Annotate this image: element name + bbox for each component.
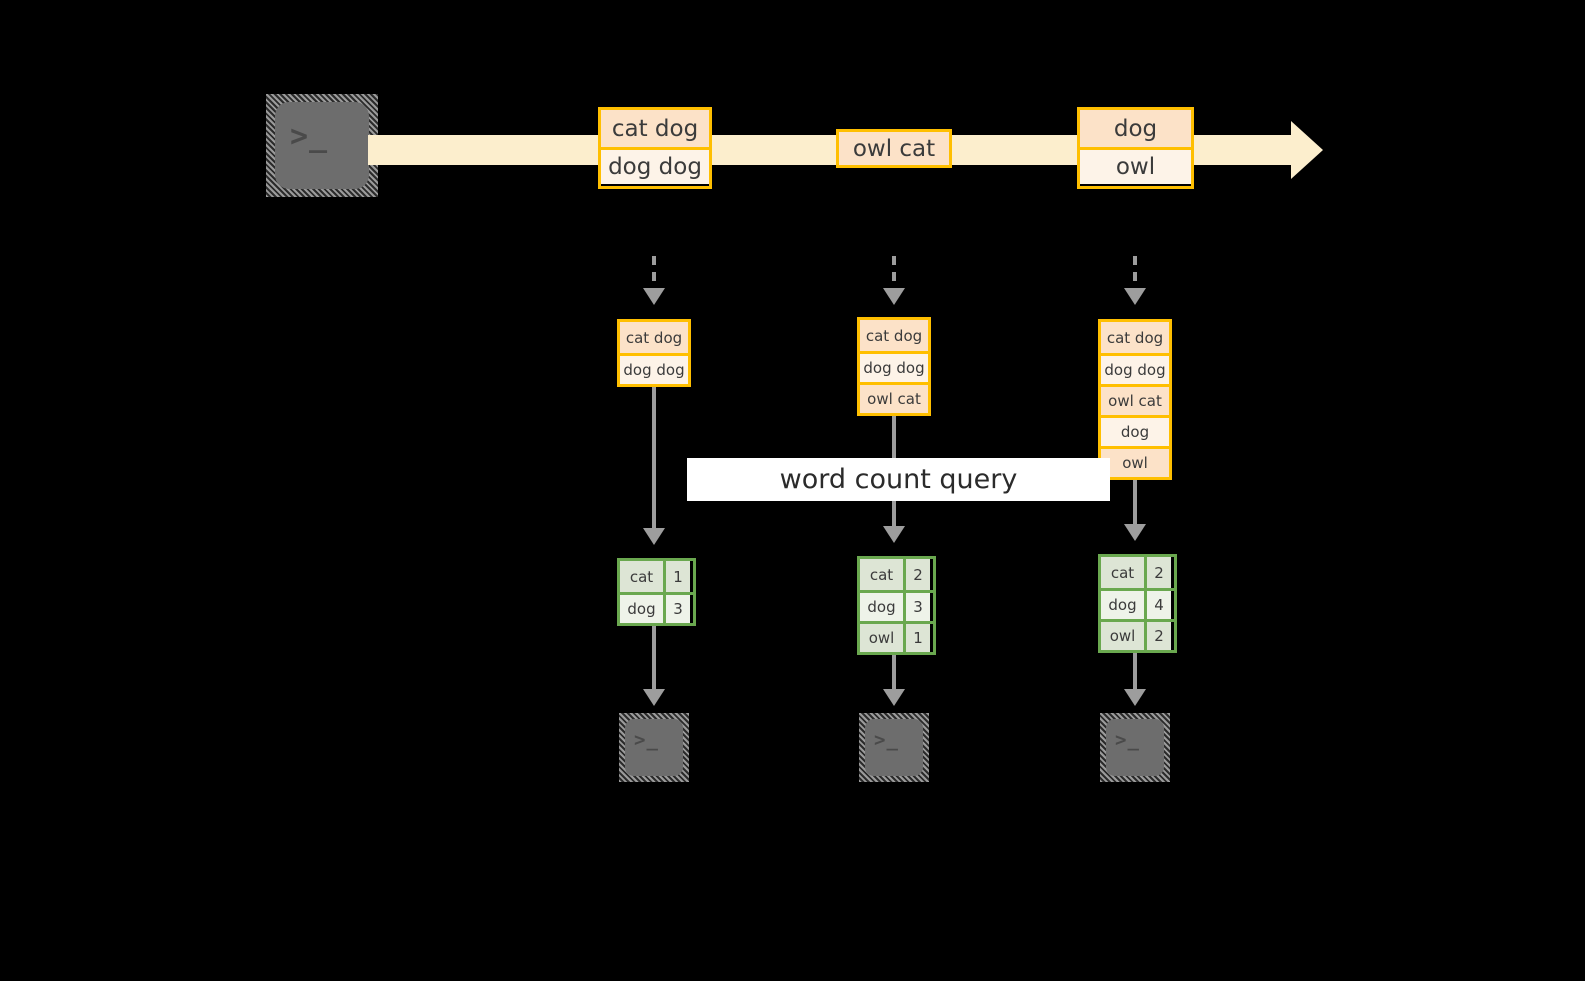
accumulated-row: owl [1101,446,1169,477]
terminal-prompt-glyph: >_ [634,729,659,751]
snapshot-2-sink-arrowhead-icon [883,689,905,706]
table-cell-count: 1 [663,561,690,592]
terminal-prompt-glyph: >_ [290,119,329,154]
snapshot-2-tap-line [892,256,896,290]
source-terminal-icon: >_ [266,94,378,197]
accumulated-row: dog dog [860,351,928,382]
table-cell-count: 3 [663,595,690,623]
snapshot-1-accumulated-box[interactable]: cat dog dog dog [617,319,691,387]
table-cell-word: owl [1101,622,1144,650]
table-row: dog 3 [860,590,933,621]
accumulated-row: cat dog [620,322,688,353]
table-row: owl 2 [1101,619,1174,650]
snapshot-3-sink-arrowhead-icon [1124,689,1146,706]
table-cell-word: cat [620,561,663,592]
stream-message-3[interactable]: dog owl [1077,107,1194,189]
snapshot-2-sink-terminal-icon: >_ [859,713,929,782]
table-row: owl 1 [860,621,933,652]
snapshot-2-sink-line [892,655,896,692]
accumulated-row: owl cat [1101,384,1169,415]
terminal-prompt-glyph: >_ [1115,729,1140,751]
terminal-body [625,719,683,776]
snapshot-1-query-line [652,387,656,532]
table-cell-count: 2 [903,559,930,590]
word-count-query-label: word count query [687,458,1110,501]
stream-message-row: cat dog [601,110,709,147]
accumulated-row: dog dog [1101,353,1169,384]
table-cell-count: 4 [1144,591,1171,619]
snapshot-3-tap-line [1133,256,1137,290]
stream-arrowhead-icon [1291,121,1323,179]
stream-message-row: dog [1080,110,1191,147]
table-cell-count: 2 [1144,557,1171,588]
table-cell-word: owl [860,624,903,652]
snapshot-1-query-arrowhead-icon [643,528,665,545]
terminal-prompt-glyph: >_ [874,729,899,751]
table-row: dog 3 [620,592,693,623]
table-cell-word: cat [1101,557,1144,588]
accumulated-row: cat dog [1101,322,1169,353]
snapshot-2-query-arrowhead-icon [883,526,905,543]
snapshot-2-result-table[interactable]: cat 2 dog 3 owl 1 [857,556,936,655]
stream-message-row: owl cat [839,132,949,165]
terminal-body [275,102,369,189]
stream-message-row: dog dog [601,147,709,184]
stream-message-1[interactable]: cat dog dog dog [598,107,712,189]
terminal-body [1106,719,1164,776]
table-cell-word: dog [860,593,903,621]
snapshot-1-sink-terminal-icon: >_ [619,713,689,782]
snapshot-3-sink-line [1133,653,1137,692]
table-row: dog 4 [1101,588,1174,619]
accumulated-row: owl cat [860,382,928,413]
snapshot-1-tap-line [652,256,656,290]
stream-message-row: owl [1080,147,1191,184]
table-cell-word: cat [860,559,903,590]
table-row: cat 2 [1101,557,1174,588]
snapshot-3-accumulated-box[interactable]: cat dog dog dog owl cat dog owl [1098,319,1172,480]
table-cell-count: 1 [903,624,930,652]
snapshot-3-sink-terminal-icon: >_ [1100,713,1170,782]
table-cell-count: 2 [1144,622,1171,650]
snapshot-3-query-line [1133,480,1137,528]
snapshot-1-sink-line [652,626,656,692]
stream-message-2[interactable]: owl cat [836,129,952,168]
snapshot-2-accumulated-box[interactable]: cat dog dog dog owl cat [857,317,931,416]
terminal-body [865,719,923,776]
table-cell-word: dog [620,595,663,623]
table-cell-count: 3 [903,593,930,621]
snapshot-3-query-arrowhead-icon [1124,524,1146,541]
snapshot-3-tap-arrowhead-icon [1124,288,1146,305]
snapshot-2-tap-arrowhead-icon [883,288,905,305]
snapshot-1-tap-arrowhead-icon [643,288,665,305]
table-cell-word: dog [1101,591,1144,619]
snapshot-3-result-table[interactable]: cat 2 dog 4 owl 2 [1098,554,1177,653]
snapshot-1-sink-arrowhead-icon [643,689,665,706]
accumulated-row: dog [1101,415,1169,446]
table-row: cat 2 [860,559,933,590]
accumulated-row: cat dog [860,320,928,351]
accumulated-row: dog dog [620,353,688,384]
table-row: cat 1 [620,561,693,592]
snapshot-1-result-table[interactable]: cat 1 dog 3 [617,558,696,626]
